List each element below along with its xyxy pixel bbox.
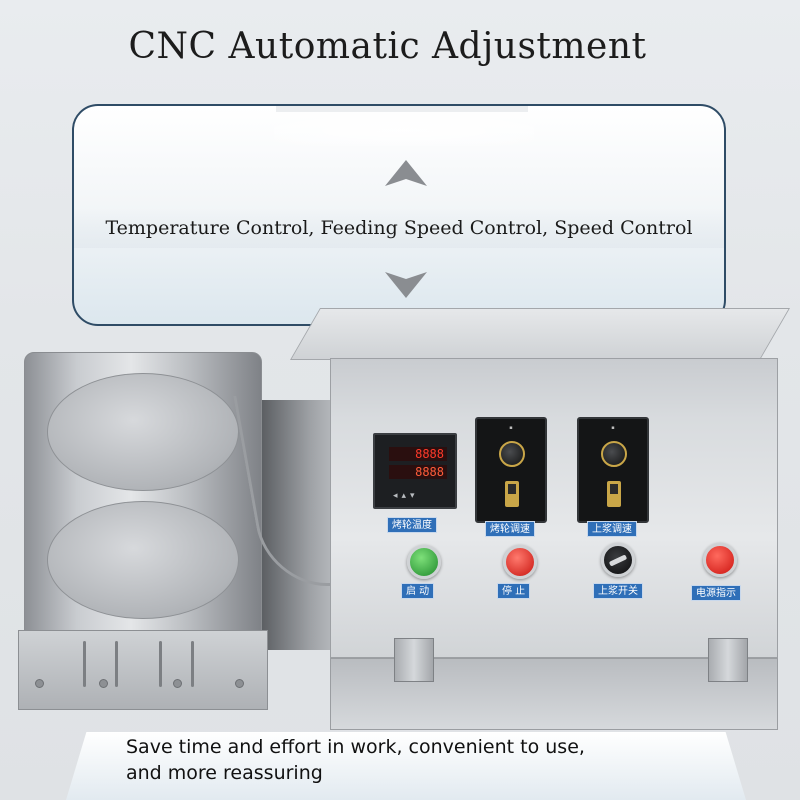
toggle-switch-icon[interactable] bbox=[505, 481, 519, 507]
label-roller-speed: 烤轮调速 bbox=[485, 521, 535, 537]
stop-button[interactable] bbox=[503, 545, 537, 579]
temp-keys: ◂▴▾ bbox=[393, 491, 419, 501]
label-power: 电源指示 bbox=[691, 585, 741, 601]
page-title: CNC Automatic Adjustment bbox=[128, 26, 647, 67]
speed-control-mark: ▪ bbox=[611, 425, 615, 431]
panel-glow bbox=[274, 116, 534, 146]
tray-bolt bbox=[99, 679, 108, 688]
label-feed-speed: 上浆调速 bbox=[587, 521, 637, 537]
label-temp: 烤轮温度 bbox=[387, 517, 437, 533]
machine-photo: 8888 8888 ◂▴▾ 烤轮温度 ▪ 烤轮调速 ▪ 上浆调速 启 动 停 止… bbox=[0, 300, 800, 740]
temp-display-sv: 8888 bbox=[389, 465, 447, 479]
tray-hook bbox=[115, 641, 118, 687]
arrow-up-icon bbox=[385, 160, 427, 186]
speed-control-mark: ▪ bbox=[509, 425, 513, 431]
temperature-controller: 8888 8888 ◂▴▾ bbox=[373, 433, 457, 509]
hinge bbox=[394, 638, 434, 682]
toggle-switch-icon[interactable] bbox=[607, 481, 621, 507]
feed-speed-controller[interactable]: ▪ bbox=[577, 417, 649, 523]
start-button[interactable] bbox=[407, 545, 441, 579]
feed-switch[interactable] bbox=[601, 543, 635, 577]
roller-drum bbox=[24, 352, 262, 642]
banner-line-1: Save time and effort in work, convenient… bbox=[126, 736, 585, 758]
power-indicator-light bbox=[703, 543, 737, 577]
control-box: 8888 8888 ◂▴▾ 烤轮温度 ▪ 烤轮调速 ▪ 上浆调速 启 动 停 止… bbox=[330, 358, 778, 658]
speed-dial-icon[interactable] bbox=[499, 441, 525, 467]
tray-bolt bbox=[173, 679, 182, 688]
tray-hook bbox=[191, 641, 194, 687]
temp-display-pv: 8888 bbox=[389, 447, 447, 461]
banner-line-2: and more reassuring bbox=[126, 762, 323, 784]
tray-bolt bbox=[35, 679, 44, 688]
label-feed-switch: 上浆开关 bbox=[593, 583, 643, 599]
label-start: 启 动 bbox=[401, 583, 435, 599]
tray-hook bbox=[159, 641, 162, 687]
tray-bolt bbox=[235, 679, 244, 688]
speed-dial-icon[interactable] bbox=[601, 441, 627, 467]
roller-mold-top bbox=[47, 373, 239, 491]
arrow-down-icon bbox=[385, 272, 427, 298]
roller-mold-bottom bbox=[47, 501, 239, 619]
output-tray bbox=[18, 630, 268, 710]
tray-hook bbox=[83, 641, 86, 687]
info-panel: Temperature Control, Feeding Speed Contr… bbox=[72, 104, 726, 326]
label-stop: 停 止 bbox=[497, 583, 531, 599]
hinge bbox=[708, 638, 748, 682]
panel-text: Temperature Control, Feeding Speed Contr… bbox=[74, 208, 724, 248]
control-box-top bbox=[290, 308, 791, 360]
motor-side bbox=[262, 400, 342, 650]
roller-speed-controller[interactable]: ▪ bbox=[475, 417, 547, 523]
bottom-banner bbox=[66, 732, 746, 800]
panel-border-gap bbox=[276, 106, 528, 112]
